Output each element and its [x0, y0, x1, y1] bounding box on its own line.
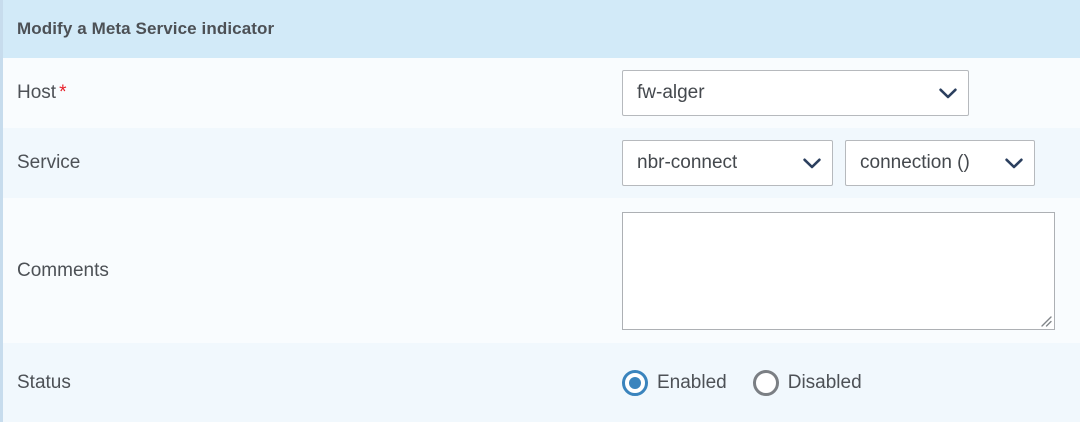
status-radio-disabled-label: Disabled: [787, 371, 862, 393]
service-select-value: nbr-connect: [637, 152, 738, 173]
service-metric-select[interactable]: connection (): [845, 140, 1035, 186]
status-radio-enabled-label: Enabled: [657, 371, 727, 393]
status-radio-group: Enabled Disabled: [622, 369, 888, 396]
service-metric-select-value: connection (): [860, 152, 970, 173]
chevron-down-icon: [939, 88, 957, 98]
host-control: fw-alger: [622, 70, 1080, 116]
service-label-text: Service: [17, 152, 81, 173]
status-label-text: Status: [17, 371, 71, 393]
comments-label-text: Comments: [17, 259, 109, 281]
form-row-host: Host* fw-alger: [3, 58, 1080, 128]
required-asterisk: *: [59, 82, 67, 103]
chevron-down-icon: [1005, 158, 1023, 168]
status-label: Status: [17, 372, 622, 394]
comments-control: [622, 211, 1080, 330]
comments-textarea[interactable]: [622, 211, 1055, 330]
panel-header: Modify a Meta Service indicator: [3, 0, 1080, 58]
resize-grip-icon[interactable]: [1039, 314, 1052, 327]
service-select[interactable]: nbr-connect: [622, 140, 833, 186]
form-row-status: Status Enabled Disabled: [3, 343, 1080, 422]
service-control: nbr-connect connection (): [622, 140, 1080, 186]
chevron-down-icon: [803, 158, 821, 168]
host-select-value: fw-alger: [637, 82, 705, 103]
radio-selected-icon: [622, 369, 648, 396]
host-label-text: Host: [17, 82, 57, 103]
host-select[interactable]: fw-alger: [622, 70, 969, 116]
status-radio-disabled[interactable]: Disabled: [752, 369, 862, 396]
radio-unselected-icon: [752, 369, 779, 396]
form-row-service: Service nbr-connect connection (): [3, 128, 1080, 198]
service-label: Service: [17, 152, 622, 174]
status-control: Enabled Disabled: [622, 369, 1080, 396]
form-row-comments: Comments: [3, 198, 1080, 343]
page-title: Modify a Meta Service indicator: [17, 19, 275, 38]
host-label: Host*: [17, 82, 622, 104]
status-radio-enabled[interactable]: Enabled: [622, 369, 727, 396]
comments-label: Comments: [17, 260, 622, 282]
